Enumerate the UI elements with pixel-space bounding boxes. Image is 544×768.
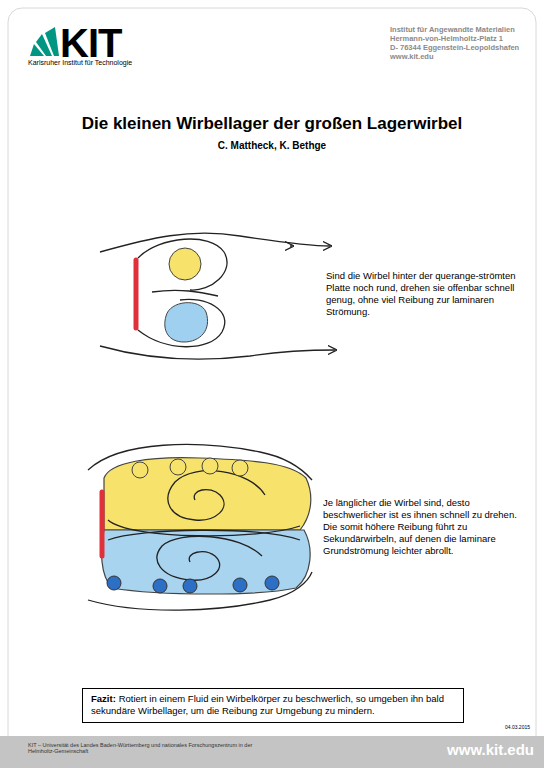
date: 04.03.2015 (470, 725, 530, 731)
yellow-long-vortex (104, 458, 311, 530)
blue-long-vortex (102, 530, 311, 594)
vortex-spirals (108, 471, 300, 580)
description: Je länglicher die Wirbel sind, desto bes… (323, 497, 518, 556)
blue-vortex (165, 303, 208, 342)
authors: C. Mattheck, K. Bethge (0, 140, 544, 152)
address-line: D- 76344 Eggenstein-Leopoldshafen (390, 44, 540, 53)
secondary-vortices-top (132, 458, 248, 478)
yellow-vortex (169, 248, 201, 280)
footer-note: KIT – Universität des Landes Baden-Württ… (28, 742, 268, 755)
plate (134, 260, 139, 328)
address-line: Institut für Angewandte Materialien (390, 26, 540, 35)
conclusion-heading: Fazit: (91, 693, 116, 704)
secondary-vortices-bottom (107, 576, 279, 593)
institution-name: Karlsruher Institut für Technologie (28, 59, 188, 67)
conclusion-text: Rotiert in einem Fluid ein Wirbelkörper … (91, 693, 444, 716)
round-vortices (100, 233, 335, 359)
streamlines (88, 445, 312, 611)
plate (100, 492, 105, 556)
logo-rays (30, 26, 63, 56)
address-line: Hermann-von-Helmholtz-Platz 1 (390, 35, 540, 44)
conclusion-box: Fazit:Rotiert in einem Fluid ein Wirbelk… (82, 688, 464, 723)
title: Die kleinen Wirbellager der großen Lager… (0, 114, 544, 134)
footer-band (0, 736, 544, 768)
footer-url: www.kit.edu (400, 741, 534, 758)
address-line: www.kit.edu (390, 53, 540, 62)
description: Sind die Wirbel hinter der querange-strö… (326, 270, 516, 318)
